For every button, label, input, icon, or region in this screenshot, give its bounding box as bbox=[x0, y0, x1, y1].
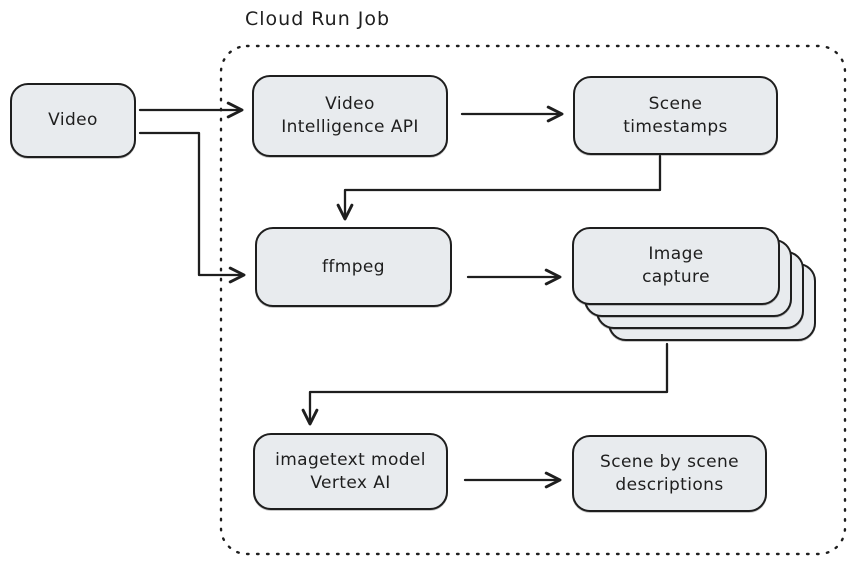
node-video: Video bbox=[10, 83, 136, 158]
node-scene-by-scene-descriptions: Scene by scene descriptions bbox=[572, 435, 767, 512]
diagram-title: Cloud Run Job bbox=[245, 8, 391, 30]
node-image-capture: Image capture bbox=[572, 227, 780, 305]
node-ffmpeg: ffmpeg bbox=[255, 227, 452, 307]
node-video-intelligence-api: Video Intelligence API bbox=[252, 75, 448, 157]
edge-video-to-ffmpeg bbox=[138, 131, 246, 284]
edge-capture-to-imagetext bbox=[301, 342, 669, 426]
node-imagetext-model-vertex-ai: imagetext model Vertex AI bbox=[253, 433, 448, 510]
node-scene-timestamps: Scene timestamps bbox=[573, 76, 778, 155]
cloud-run-job-container bbox=[219, 44, 847, 556]
edge-timestamps-to-ffmpeg bbox=[336, 154, 662, 221]
